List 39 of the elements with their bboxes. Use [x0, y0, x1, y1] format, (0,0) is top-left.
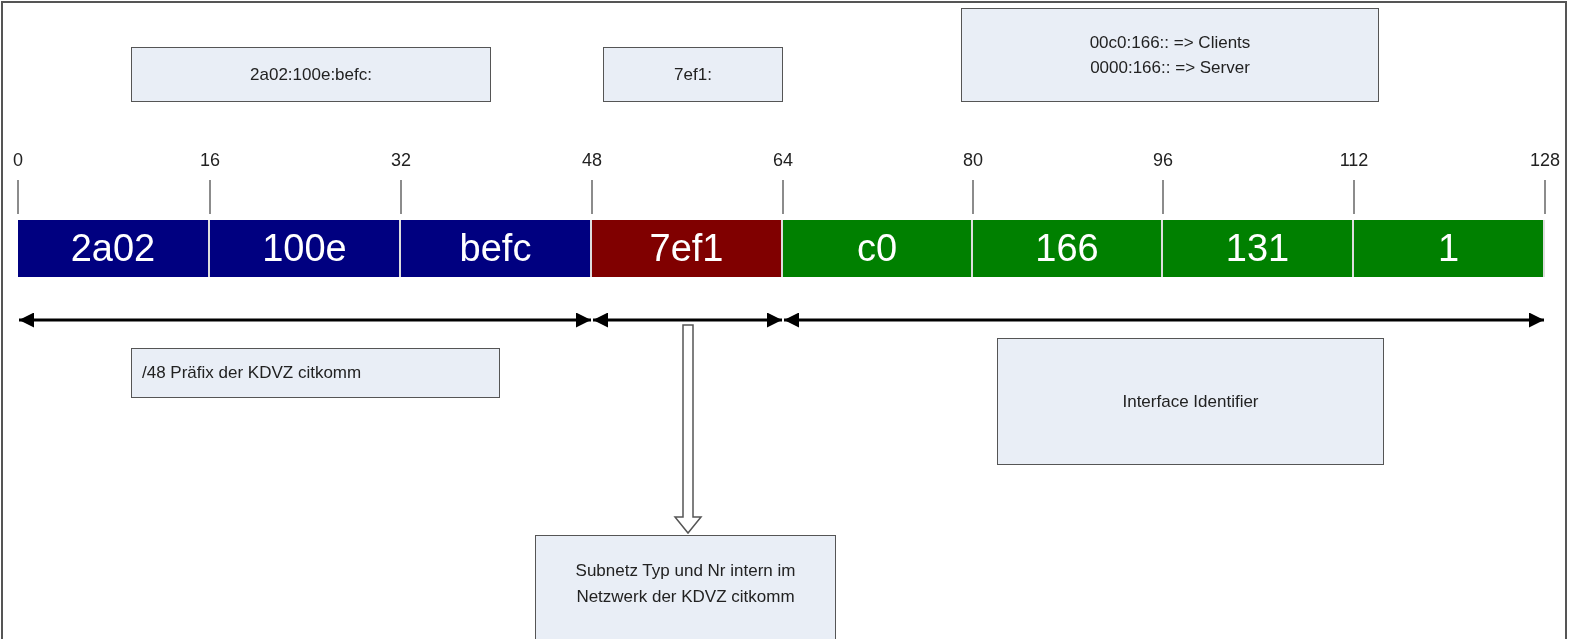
box-text: 7ef1: [674, 64, 712, 85]
arrow [673, 324, 703, 535]
address-segment [18, 220, 210, 277]
segment-label: 131 [1225, 227, 1290, 270]
bit-position-label: 0 [13, 150, 23, 171]
segment-label: 1 [1437, 227, 1460, 270]
address-segment [210, 220, 401, 277]
box-text: 2a02:100e:befc: [250, 64, 372, 85]
address-segment [592, 220, 783, 277]
box-text: /48 Präfix der KDVZ citkomm [142, 363, 362, 383]
segment-label: c0 [856, 227, 898, 270]
address-segment [1354, 220, 1545, 277]
address-segment [401, 220, 592, 277]
text-box [131, 348, 500, 398]
address-segment [973, 220, 1163, 277]
box-text: Interface Identifier [1122, 391, 1259, 412]
bit-position-label: 32 [391, 150, 411, 171]
text-box [131, 47, 491, 102]
bit-position-label: 80 [963, 150, 983, 171]
text-box [961, 8, 1379, 102]
segment-label: 100e [262, 227, 347, 270]
bit-position-label: 112 [1339, 150, 1369, 171]
bit-position-label: 96 [1153, 150, 1173, 171]
address-segment [1163, 220, 1354, 277]
bit-position-label: 16 [200, 150, 220, 171]
bit-position-label: 64 [773, 150, 793, 171]
bit-position-label: 128 [1530, 150, 1560, 171]
box-text: 00c0:166:: => Clients [1089, 31, 1251, 54]
text-box [535, 535, 836, 639]
segment-label: 7ef1 [649, 227, 724, 270]
segment-label: 166 [1035, 227, 1099, 270]
segment-label: 2a02 [70, 227, 156, 270]
text-box [603, 47, 783, 102]
text-box [997, 338, 1384, 465]
segment-label: befc [459, 227, 532, 270]
box-text: 0000:166:: => Server [1090, 57, 1250, 79]
address-segment [783, 220, 973, 277]
bit-position-label: 48 [582, 150, 602, 171]
box-text: Subnetz Typ und Nr intern im Netzwerk der KDVZ citkomm [574, 560, 797, 608]
